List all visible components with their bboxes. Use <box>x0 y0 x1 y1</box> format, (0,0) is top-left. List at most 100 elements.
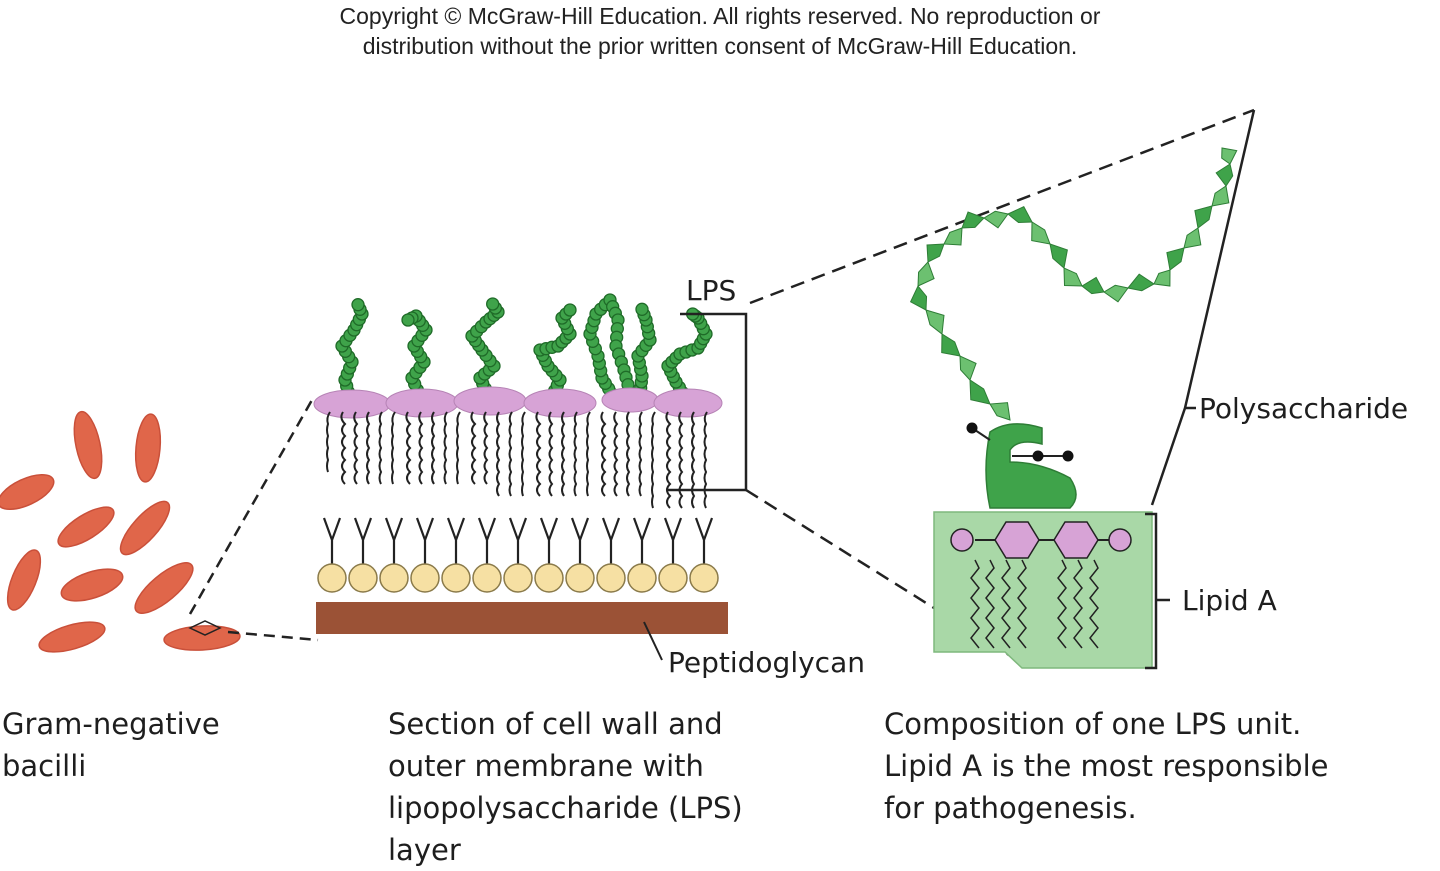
membrane-blob <box>313 389 391 419</box>
caption-line: Composition of one LPS unit. <box>884 707 1302 741</box>
fatty-acid-tail <box>366 411 371 485</box>
polysaccharide-segment <box>926 243 945 263</box>
fatty-acid-tail <box>548 411 554 497</box>
polysaccharide-segment <box>1153 269 1171 287</box>
bacillus <box>73 410 103 480</box>
fatty-acid-tail <box>508 411 513 497</box>
bacillus <box>134 413 162 483</box>
fatty-acid-tail <box>391 411 396 485</box>
fatty-acid-tail <box>561 411 566 497</box>
polysaccharide-segment <box>983 210 1009 229</box>
polysaccharide-segment <box>1194 205 1213 229</box>
polysaccharide-bead <box>401 313 415 327</box>
caption-line: Section of cell wall and <box>388 707 723 741</box>
fatty-acid-tail <box>521 411 526 497</box>
peptidoglycan-layer <box>316 602 728 634</box>
membrane-blob <box>523 388 597 418</box>
glucosamine-ring-1 <box>994 521 1040 559</box>
lipid-a-tail <box>1057 559 1067 649</box>
caption-line: layer <box>388 833 461 867</box>
caption-composition: Composition of one LPS unit. Lipid A is … <box>884 703 1329 829</box>
polysaccharide-segment <box>917 261 935 287</box>
phospholipid-tail <box>384 517 404 566</box>
polysaccharide-segment <box>969 379 991 405</box>
phospholipid-layer <box>317 517 719 593</box>
fatty-acid-tail <box>678 411 684 509</box>
polysaccharide-segment <box>1103 284 1129 303</box>
phospholipid-head <box>472 563 502 593</box>
polysaccharide-ribbon <box>909 147 1238 421</box>
phospholipid-head <box>689 563 719 593</box>
phospholipid-head <box>441 563 471 593</box>
membrane-blob <box>453 386 527 416</box>
fatty-acid-tail <box>535 411 542 497</box>
outer-membrane-lipid-a <box>313 386 723 419</box>
fatty-acid-tail <box>431 411 436 485</box>
caption-line: for pathogenesis. <box>884 791 1137 825</box>
polysaccharide-segment <box>1031 221 1051 245</box>
polysaccharide-segment <box>959 355 977 381</box>
glucosamine-ring-2 <box>1053 521 1099 559</box>
copyright-line-2: distribution without the prior written c… <box>362 33 1078 59</box>
lps-label: LPS <box>686 274 737 307</box>
phospholipid-head <box>596 563 626 593</box>
caption-line: outer membrane with <box>388 749 704 783</box>
lipid-a-bracket <box>1145 512 1158 670</box>
polysaccharide-segment <box>1127 273 1155 292</box>
polysaccharide-segment <box>1211 185 1230 207</box>
bacillus <box>0 473 55 511</box>
membrane-blob <box>653 388 723 418</box>
fatty-acid-tail <box>340 411 347 485</box>
peptidoglycan-leader <box>643 621 663 661</box>
caption-line: lipopolysaccharide (LPS) <box>388 791 743 825</box>
caption-line: Lipid A is the most responsible <box>884 749 1329 783</box>
phospholipid-head <box>317 563 347 593</box>
fatty-acid-tail <box>496 411 501 497</box>
phosphate-left <box>950 528 974 552</box>
selection-marker <box>188 620 222 636</box>
polysaccharide-bead <box>635 302 649 316</box>
fatty-acid-tail <box>703 411 708 509</box>
phospholipid-tail <box>353 517 373 566</box>
bacillus <box>38 621 106 653</box>
fatty-acid-tail <box>483 411 489 485</box>
polysaccharide-segment <box>1007 205 1033 224</box>
lps-bracket <box>668 312 748 492</box>
polysaccharide-segment <box>1221 147 1238 165</box>
core-dot <box>1032 450 1044 462</box>
fatty-acid-tail <box>443 411 448 485</box>
lipid-a-tail <box>1017 559 1027 649</box>
lipid-a-tail <box>985 559 995 649</box>
zoom-lines-left <box>188 399 319 642</box>
fatty-acid-tail <box>418 411 424 485</box>
phospholipid-tail <box>415 517 435 566</box>
polysaccharide-segment <box>1081 276 1105 295</box>
lipid-a-tails <box>970 559 1099 649</box>
caption-line: bacilli <box>2 749 87 783</box>
caption-line: Gram-negative <box>2 707 220 741</box>
polysaccharide-segment <box>1049 243 1068 269</box>
caption-bacilli: Gram-negative bacilli <box>2 703 220 787</box>
bacillus <box>6 549 42 611</box>
phospholipid-head <box>534 563 564 593</box>
polysaccharide-bracket <box>1150 109 1256 506</box>
phospholipid-head <box>503 563 533 593</box>
polysaccharide-segment <box>1166 247 1185 271</box>
phospholipid-tail <box>663 517 683 566</box>
caption-section: Section of cell wall and outer membrane … <box>388 703 743 871</box>
fatty-acid-tail <box>378 411 383 485</box>
polysaccharide-label: Polysaccharide <box>1199 392 1409 425</box>
bacillus <box>57 506 115 548</box>
copyright-line-1: Copyright © McGraw-Hill Education. All r… <box>339 3 1101 29</box>
core-dot <box>1062 450 1074 462</box>
fatty-acid-tail <box>600 411 607 497</box>
fatty-acid-tails <box>326 411 708 509</box>
phospholipid-head <box>379 563 409 593</box>
fatty-acid-tail <box>470 411 477 485</box>
phospholipid-tail <box>322 517 342 566</box>
phospholipid-tail <box>632 517 652 566</box>
bacillus <box>119 500 171 556</box>
peptidoglycan-label: Peptidoglycan <box>668 646 865 679</box>
fatty-acid-tail <box>405 411 412 485</box>
